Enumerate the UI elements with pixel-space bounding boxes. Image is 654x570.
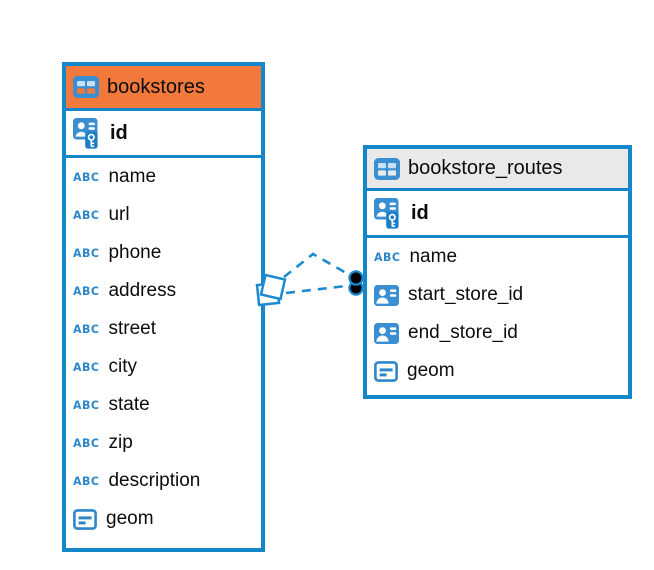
text-type-icon: ABC [73, 398, 100, 412]
primary-key-icon [73, 117, 101, 149]
relationship-target-handle[interactable] [348, 270, 364, 296]
column-label: geom [407, 360, 455, 381]
column-row-phone[interactable]: ABC phone [66, 234, 261, 272]
column-label: state [108, 394, 150, 415]
text-type-icon: ABC [73, 170, 100, 184]
column-row-zip[interactable]: ABC zip [66, 424, 261, 462]
column-label: address [108, 280, 177, 301]
reference-type-icon [374, 284, 399, 306]
relationship-line-start-store [283, 252, 349, 279]
column-row-city[interactable]: ABC city [66, 348, 261, 386]
table-bookstore-routes-header[interactable]: bookstore_routes [367, 149, 628, 191]
column-label: url [108, 204, 130, 225]
text-type-icon: ABC [73, 284, 100, 298]
column-label: description [108, 470, 201, 491]
column-label: name [409, 246, 458, 267]
column-label: phone [108, 242, 162, 263]
column-row-bookstores-id[interactable]: id [66, 111, 261, 158]
column-label: end_store_id [408, 322, 518, 343]
text-type-icon: ABC [374, 250, 401, 264]
column-row-description[interactable]: ABC description [66, 462, 261, 500]
table-title: bookstore_routes [408, 157, 563, 179]
text-type-icon: ABC [73, 208, 100, 222]
column-label: start_store_id [408, 284, 524, 305]
primary-key-icon [374, 197, 402, 229]
text-type-icon: ABC [73, 474, 100, 488]
column-label: zip [108, 432, 133, 453]
column-label: geom [106, 508, 154, 529]
table-bookstores-header[interactable]: bookstores [66, 66, 261, 111]
column-row-state[interactable]: ABC state [66, 386, 261, 424]
primary-key-label: id [110, 121, 128, 144]
table-title: bookstores [107, 75, 205, 98]
column-row-routes-geom[interactable]: geom [367, 352, 628, 390]
text-type-icon: ABC [73, 360, 100, 374]
geometry-type-icon [73, 508, 97, 530]
column-label: street [108, 318, 157, 339]
text-type-icon: ABC [73, 436, 100, 450]
column-row-street[interactable]: ABC street [66, 310, 261, 348]
table-bookstore-routes[interactable]: bookstore_routes id ABC [363, 145, 632, 399]
column-row-routes-id[interactable]: id [367, 191, 628, 238]
table-icon [374, 157, 400, 180]
column-row-name[interactable]: ABC name [66, 158, 261, 196]
primary-key-label: id [411, 201, 429, 224]
column-row-geom[interactable]: geom [66, 500, 261, 538]
relationship-line-end-store [285, 284, 347, 295]
geometry-type-icon [374, 360, 398, 382]
table-icon [73, 76, 99, 98]
column-label: city [108, 356, 137, 377]
text-type-icon: ABC [73, 246, 100, 260]
text-type-icon: ABC [73, 322, 100, 336]
column-row-address[interactable]: ABC address [66, 272, 261, 310]
reference-type-icon [374, 322, 399, 344]
column-row-url[interactable]: ABC url [66, 196, 261, 234]
column-row-routes-name[interactable]: ABC name [367, 238, 628, 276]
column-row-end-store-id[interactable]: end_store_id [367, 314, 628, 352]
column-label: name [108, 166, 157, 187]
column-row-start-store-id[interactable]: start_store_id [367, 276, 628, 314]
table-bookstores[interactable]: bookstores id ABC [62, 62, 265, 552]
